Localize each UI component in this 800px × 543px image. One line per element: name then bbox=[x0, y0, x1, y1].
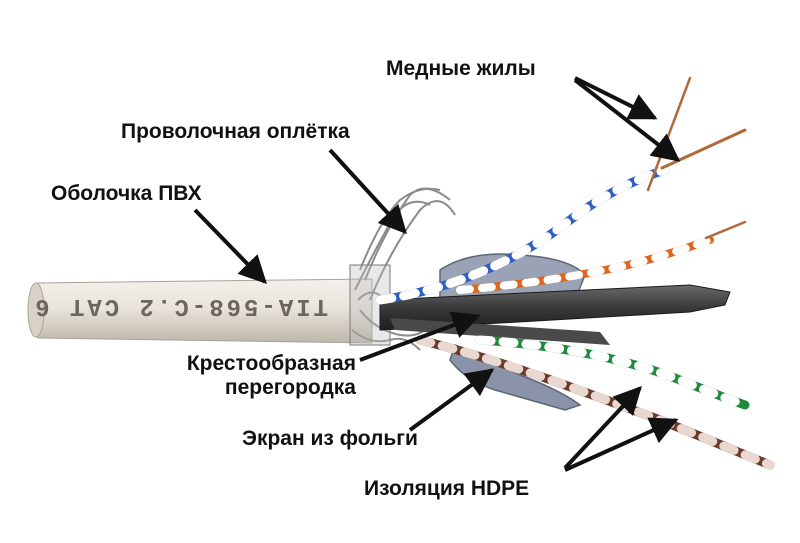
arrow-copper-1 bbox=[574, 76, 658, 120]
label-cross-separator-line1: Крестообразная bbox=[186, 352, 356, 375]
label-cross-separator: Крестообразная перегородка bbox=[120, 352, 356, 400]
arrow-copper-2 bbox=[573, 78, 681, 162]
leader-arrows bbox=[193, 76, 681, 472]
arrow-hdpe-2 bbox=[564, 417, 679, 472]
cross-separator bbox=[379, 284, 731, 345]
arrow-hdpe-1 bbox=[563, 385, 642, 470]
copper-conductors bbox=[646, 76, 747, 240]
arrow-separator bbox=[359, 311, 481, 362]
arrow-foil bbox=[408, 368, 495, 432]
label-copper-conductors: Медные жилы bbox=[386, 57, 536, 80]
label-pvc-jacket: Оболочка ПВХ bbox=[51, 182, 202, 205]
pvc-jacket bbox=[27, 278, 373, 344]
label-wire-braid: Проволочная оплётка bbox=[121, 120, 350, 143]
label-cross-separator-line2: перегородка bbox=[224, 376, 356, 399]
arrow-braid bbox=[328, 148, 407, 235]
orange-pair bbox=[456, 236, 714, 294]
label-foil-screen: Экран из фольги bbox=[242, 427, 418, 450]
blue-pair bbox=[375, 165, 670, 305]
label-hdpe-insulation: Изоляция HDPE bbox=[364, 477, 530, 500]
cable-print-text: TIA-568-C.2 CAT 6 bbox=[32, 292, 328, 319]
green-pair bbox=[475, 335, 750, 410]
arrow-pvc bbox=[193, 208, 267, 285]
